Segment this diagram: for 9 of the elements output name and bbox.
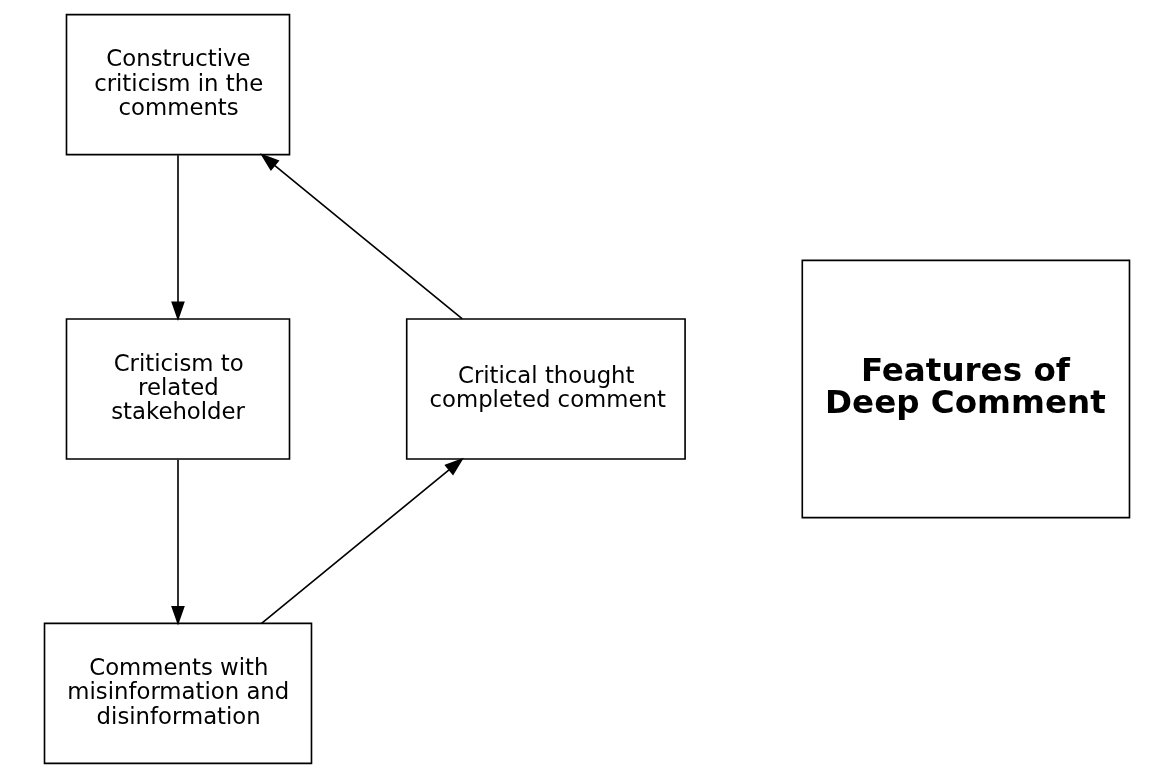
arrow (171, 458, 185, 626)
arrow (171, 154, 185, 322)
node-box: Critical thought completed comment (405, 318, 686, 460)
node-box: Comments with misinformation and disinformation (43, 622, 313, 765)
node-box: Criticism to related stakeholder (65, 318, 291, 460)
arrow (260, 457, 464, 625)
node-box: Constructive criticism in the comments (65, 13, 291, 156)
arrow (260, 153, 464, 320)
node-box: Features of Deep Comment (801, 259, 1131, 519)
